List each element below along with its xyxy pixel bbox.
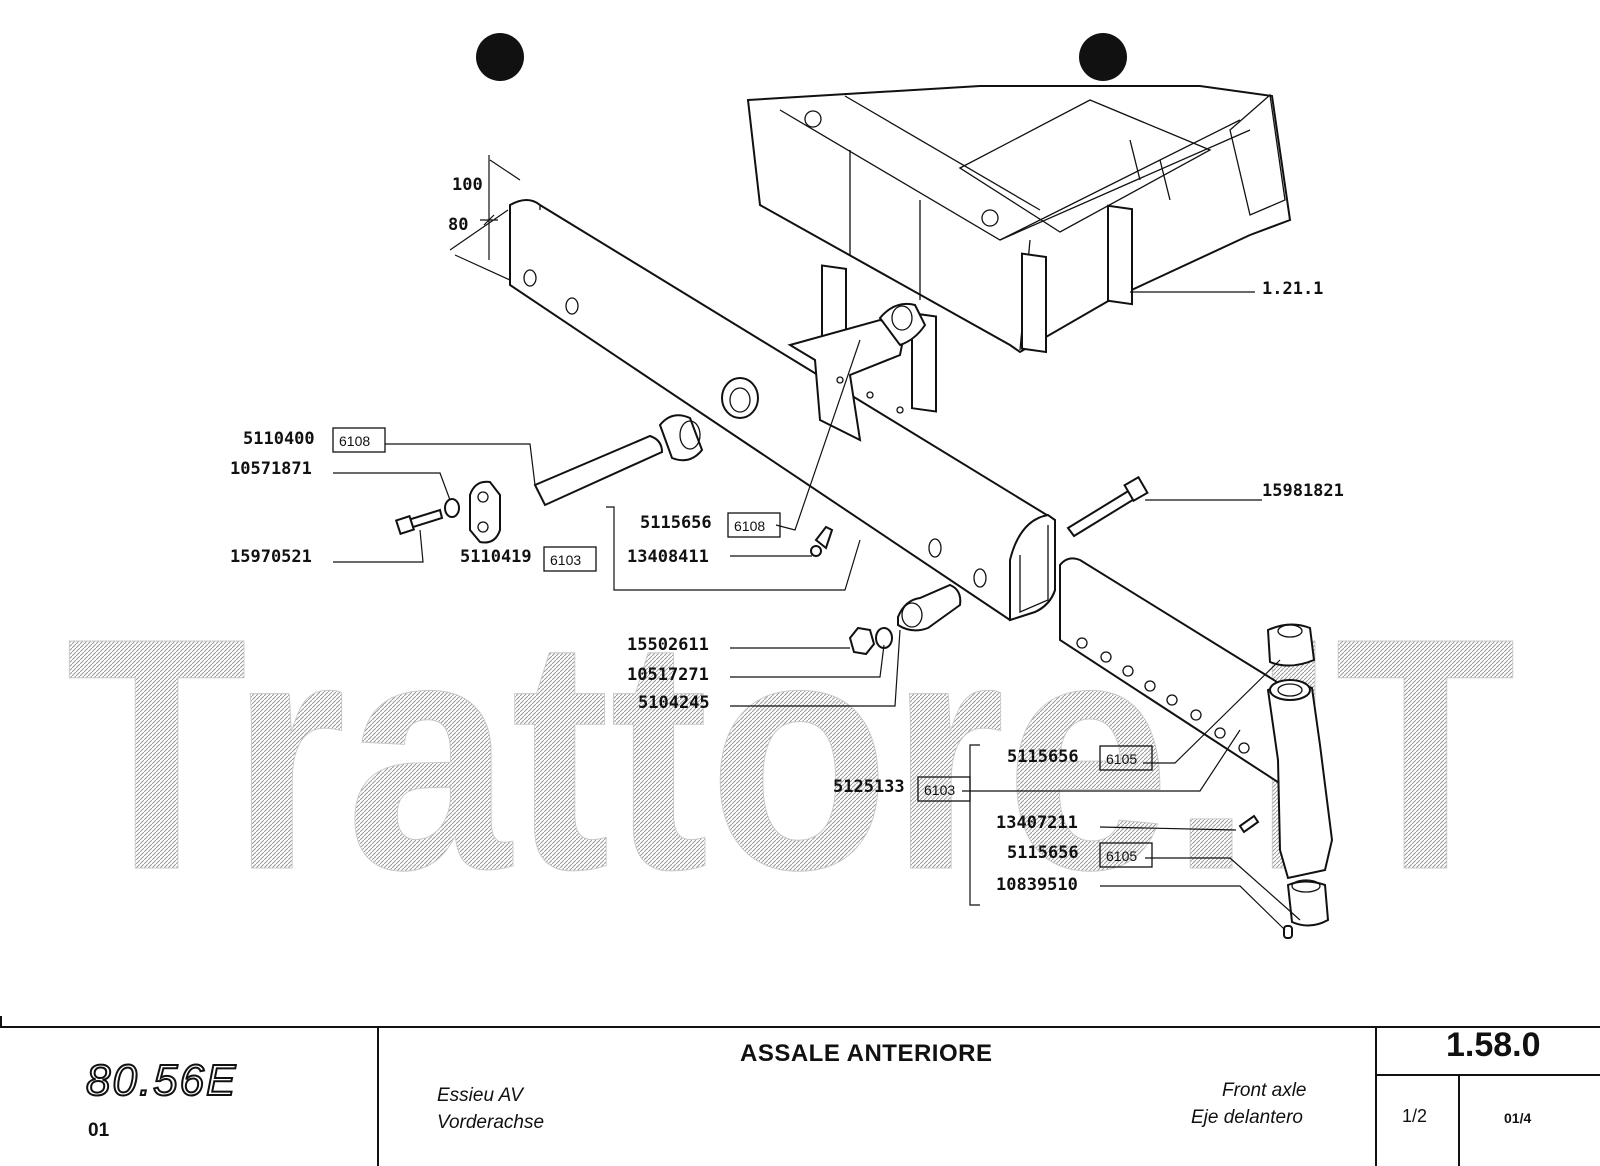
title-german: Vorderachse <box>437 1112 545 1133</box>
svg-text:6105: 6105 <box>1106 848 1137 864</box>
svg-text:15502611: 15502611 <box>627 635 709 655</box>
title-spanish: Eje delantero <box>1191 1107 1303 1128</box>
svg-text:6105: 6105 <box>1106 751 1137 767</box>
registration-dot-right <box>1079 33 1127 81</box>
svg-text:13408411: 13408411 <box>627 547 709 567</box>
page-reference: 1.58.0 <box>1446 1026 1541 1064</box>
svg-text:5104245: 5104245 <box>638 693 710 713</box>
part-label: 15981821 <box>1262 481 1344 501</box>
svg-text:10839510: 10839510 <box>996 875 1078 895</box>
svg-text:5115656: 5115656 <box>1007 747 1079 767</box>
part-label: 5110400 6108 <box>243 427 386 453</box>
title-french: Essieu AV <box>437 1085 523 1106</box>
part-label: 13408411 <box>627 547 709 567</box>
pivot-bracket <box>787 302 927 442</box>
issue-code: 01/4 <box>1504 1110 1532 1126</box>
part-label: 10571871 <box>230 459 312 479</box>
svg-text:15981821: 15981821 <box>1262 481 1344 501</box>
svg-text:10517271: 10517271 <box>627 665 709 685</box>
svg-text:100: 100 <box>452 175 483 195</box>
svg-text:6108: 6108 <box>734 518 765 534</box>
svg-text:80: 80 <box>448 215 468 235</box>
svg-text:10571871: 10571871 <box>230 459 312 479</box>
svg-text:5115656: 5115656 <box>1007 843 1079 863</box>
part-label: 5115656 6105 <box>1007 745 1153 771</box>
bolt <box>1066 475 1149 538</box>
svg-text:13407211: 13407211 <box>996 813 1078 833</box>
part-label: 5104245 <box>638 693 710 713</box>
svg-text:5125133: 5125133 <box>833 777 905 797</box>
svg-text:5110400: 5110400 <box>243 429 315 449</box>
part-label: 15502611 <box>627 635 709 655</box>
svg-text:5110419: 5110419 <box>460 547 532 567</box>
model-designation: 80.56E <box>85 1055 238 1106</box>
svg-text:15970521: 15970521 <box>230 547 312 567</box>
page-title: ASSALE ANTERIORE <box>740 1040 993 1067</box>
part-label: 5110419 6103 <box>460 546 597 572</box>
part-label: 5125133 6103 <box>833 776 971 802</box>
title-english: Front axle <box>1222 1080 1307 1101</box>
leader-lines <box>333 291 1301 931</box>
kingpin-housing <box>1266 623 1334 939</box>
part-label: 13407211 <box>996 813 1078 833</box>
svg-text:1.21.1: 1.21.1 <box>1262 279 1323 299</box>
front-support-frame <box>746 85 1292 413</box>
dimension-marks: 100 80 <box>448 155 521 281</box>
svg-text:5115656: 5115656 <box>640 513 712 533</box>
svg-text:6108: 6108 <box>339 433 370 449</box>
axle-beam <box>509 199 1056 622</box>
assembly-reference: 1.21.1 <box>1262 279 1323 299</box>
part-label: 5115656 6108 <box>640 512 781 538</box>
sheet-number: 1/2 <box>1402 1106 1428 1126</box>
model-variant: 01 <box>88 1120 110 1141</box>
grease-nipples <box>810 525 1260 834</box>
spacer-set <box>848 583 962 656</box>
registration-dot-left <box>476 33 524 81</box>
pivot-pin <box>394 414 704 544</box>
part-label: 10517271 <box>627 665 709 685</box>
svg-text:6103: 6103 <box>550 552 581 568</box>
part-label: 10839510 <box>996 875 1078 895</box>
part-label: 5115656 6105 <box>1007 842 1153 868</box>
part-label: 15970521 <box>230 547 312 567</box>
svg-text:6103: 6103 <box>924 782 955 798</box>
